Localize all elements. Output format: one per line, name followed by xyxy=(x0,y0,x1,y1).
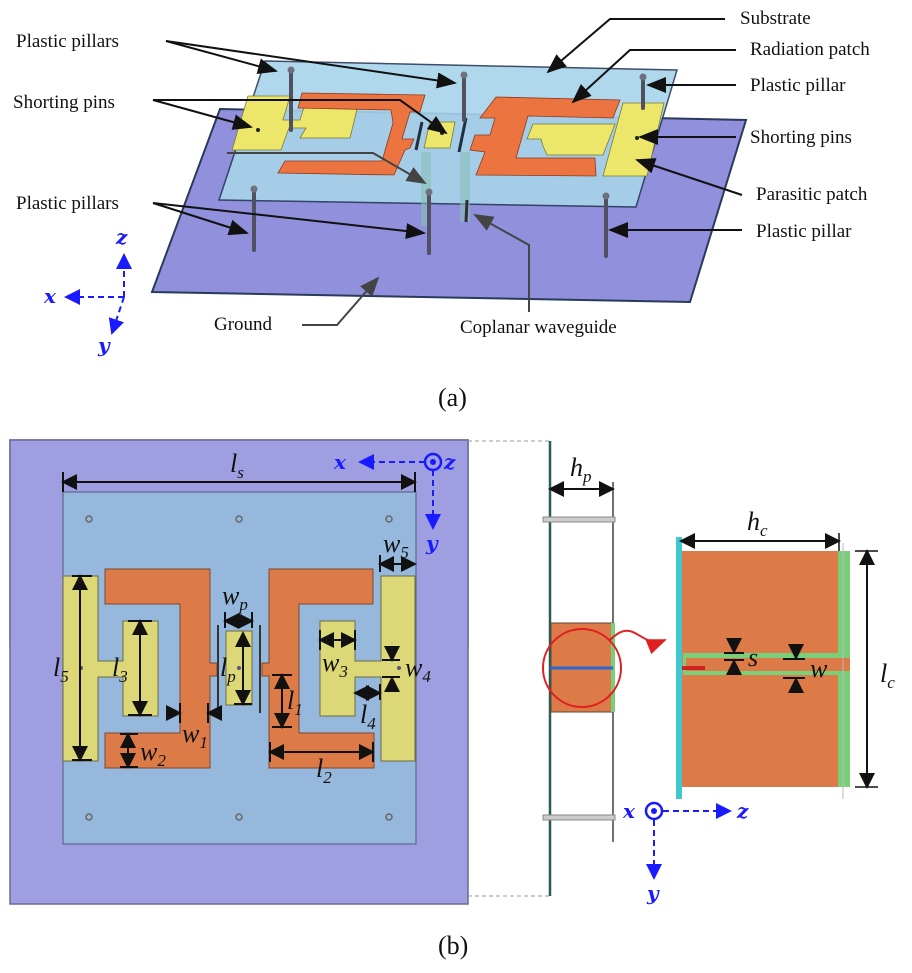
parasitic-patch-right-bar xyxy=(602,102,665,177)
dim-label-w5: w5 xyxy=(383,529,409,562)
label-ground: Ground xyxy=(214,314,273,335)
label-plastic-pillar-right-top: Plastic pillar xyxy=(750,75,846,96)
dim-label-w3: w3 xyxy=(322,648,348,681)
label-plastic-pillar-right-bottom: Plastic pillar xyxy=(756,221,852,242)
axis-label-y: y xyxy=(97,333,111,357)
label-shorting-pins-left: Shorting pins xyxy=(13,92,115,113)
caption-a: (a) xyxy=(438,383,467,412)
zoom-highlight-circle xyxy=(542,628,622,708)
label-shorting-pins-right: Shorting pins xyxy=(750,127,852,148)
parasitic-patch-right xyxy=(526,123,616,156)
axis-label-z: z xyxy=(115,225,128,249)
axes-triad-b-side: x z y xyxy=(622,799,749,905)
axis-label-y-top: y xyxy=(425,531,439,555)
label-parasitic-patch: Parasitic patch xyxy=(756,184,868,205)
axis-label-x-top: x xyxy=(333,450,347,474)
dim-label-hp: hp xyxy=(570,453,592,486)
parasitic-patch-left xyxy=(231,95,361,151)
label-radiation-patch: Radiation patch xyxy=(750,39,870,60)
axis-label-y-side: y xyxy=(646,881,660,905)
axis-label-z-side: z xyxy=(736,799,749,823)
dim-label-l5: l5 xyxy=(53,653,69,686)
axis-label-x-side: x xyxy=(622,799,636,823)
axes-triad-b-top: x z y xyxy=(333,450,456,555)
dim-label-w1: w1 xyxy=(182,719,208,752)
parasitic-patch-right-top xyxy=(319,575,416,762)
panel-b-top-view: ls l5 l3 lp wp w5 w3 w4 l4 l1 w1 w2 l2 x… xyxy=(9,439,550,905)
caption-b: (b) xyxy=(438,931,468,960)
radiation-patch-left xyxy=(277,92,426,176)
panel-b-side-view: hp hc lc s w xyxy=(542,441,895,905)
dim-label-w4: w4 xyxy=(405,653,431,686)
dim-label-l3: l3 xyxy=(112,653,128,686)
radiation-patch-left-top xyxy=(104,568,218,769)
label-coplanar-waveguide: Coplanar waveguide xyxy=(460,317,617,338)
dim-label-wp: wp xyxy=(222,581,248,614)
label-plastic-pillars-top: Plastic pillars xyxy=(16,31,119,52)
dim-label-s: s xyxy=(748,643,758,672)
dim-label-l1: l1 xyxy=(287,686,303,719)
dim-label-w: w xyxy=(810,654,828,683)
dim-label-w2: w2 xyxy=(140,737,166,770)
dim-label-hc: hc xyxy=(747,507,768,540)
dim-label-ls: ls xyxy=(230,449,244,482)
dim-label-l4: l4 xyxy=(360,700,376,733)
dim-label-l2: l2 xyxy=(316,754,332,787)
panel-a: Plastic pillars Shorting pins Plastic pi… xyxy=(13,8,870,412)
label-substrate: Substrate xyxy=(740,8,811,29)
dim-label-lp: lp xyxy=(220,653,236,686)
dim-label-lc: lc xyxy=(880,659,895,692)
radiation-patch-right-top xyxy=(261,568,375,769)
plastic-pillars xyxy=(252,68,645,258)
axes-triad-a: z x y xyxy=(43,225,132,357)
axis-label-z-top: z xyxy=(443,450,456,474)
radiation-patch-right xyxy=(469,96,621,177)
axis-label-x: x xyxy=(43,284,57,308)
label-plastic-pillars-bottom: Plastic pillars xyxy=(16,193,119,214)
